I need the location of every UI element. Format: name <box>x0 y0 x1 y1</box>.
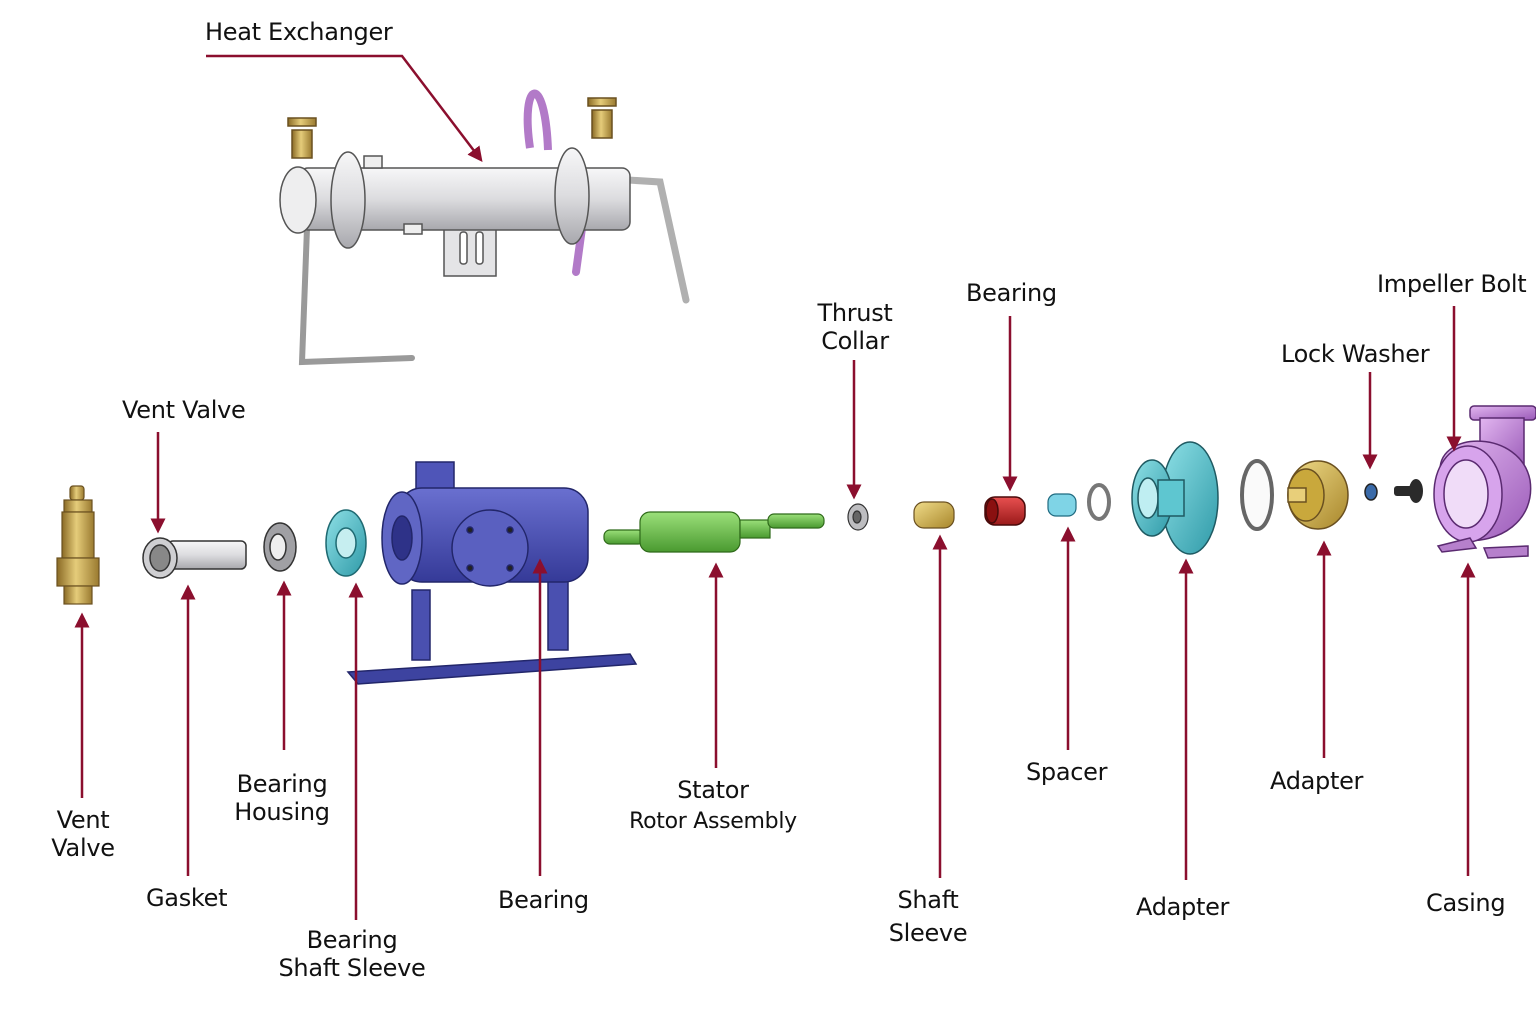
adapter-hub-part <box>1131 441 1219 555</box>
label-impeller-bolt: Impeller Bolt <box>1377 270 1527 298</box>
label-line: Stator <box>677 776 749 804</box>
label-line: Bearing <box>306 926 398 954</box>
label-bearing-shaft-sleeve: Bearing Shaft Sleeve <box>274 926 430 982</box>
label-line: Shaft Sleeve <box>278 954 426 982</box>
vent-valve-part <box>56 485 100 605</box>
label-adapter-impeller: Adapter <box>1270 767 1364 795</box>
label-lock-washer: Lock Washer <box>1281 340 1430 368</box>
label-bearing-housing: Bearing Housing <box>230 770 334 826</box>
label-line: Valve <box>51 834 115 862</box>
label-line: Shaft <box>897 886 959 914</box>
leader-heat-exchanger <box>206 54 483 162</box>
bearing-red-part <box>984 496 1026 526</box>
label-line: Bearing <box>236 770 328 798</box>
label-shaft-sleeve: Shaft Sleeve <box>885 884 971 950</box>
leader-lines <box>74 54 1476 920</box>
shaft-sleeve-part <box>913 501 955 529</box>
label-adapter-hub: Adapter <box>1136 893 1230 921</box>
label-stator-rotor: Stator Rotor Assembly <box>622 776 804 836</box>
label-bearing-red: Bearing <box>966 279 1057 307</box>
bearing-body-part <box>346 461 638 685</box>
label-casing: Casing <box>1426 889 1506 917</box>
label-line: Sleeve <box>888 919 968 947</box>
heat-exchanger-part <box>279 89 690 366</box>
impeller-adapter-part <box>1287 460 1349 530</box>
label-vent-valve-top: Vent Valve <box>122 396 246 424</box>
spacer-part <box>1047 493 1077 517</box>
label-spacer: Spacer <box>1026 758 1108 786</box>
thrust-collar-part <box>847 503 869 531</box>
label-bearing-main: Bearing <box>498 886 589 914</box>
label-line: Rotor Assembly <box>629 809 797 834</box>
label-heat-exchanger: Heat Exchanger <box>205 18 393 46</box>
casing-part <box>1433 405 1536 559</box>
label-vent-valve: Vent Valve <box>48 806 118 862</box>
stator-rotor-part <box>603 511 825 553</box>
lock-washer-part <box>1364 483 1378 501</box>
label-line: Vent <box>56 806 110 834</box>
label-line: Thrust <box>817 299 893 327</box>
label-line: Housing <box>234 798 330 826</box>
label-line: Collar <box>821 327 889 355</box>
bearing-housing-part <box>263 522 297 572</box>
seal-ring-part <box>1087 483 1111 521</box>
bearing-shaft-sleeve-part <box>325 509 367 577</box>
impeller-bolt-part <box>1394 479 1423 503</box>
gasket-part <box>142 537 247 579</box>
o-ring-part <box>1240 459 1274 531</box>
label-gasket: Gasket <box>146 884 228 912</box>
label-thrust-collar: Thrust Collar <box>810 299 900 355</box>
